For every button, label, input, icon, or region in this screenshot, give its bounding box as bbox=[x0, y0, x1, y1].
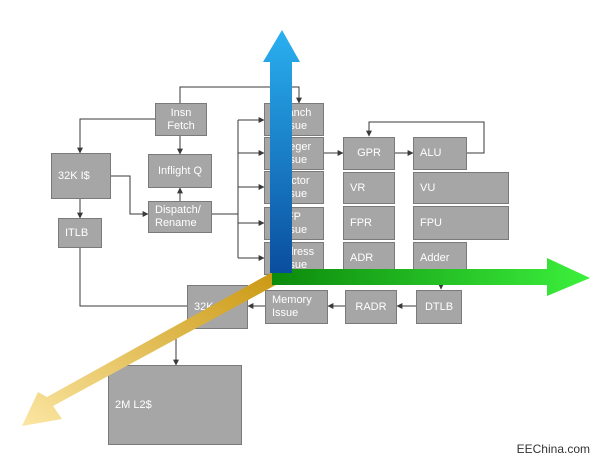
gpr-block: GPR bbox=[343, 137, 395, 170]
blue-axis-arrow bbox=[263, 30, 300, 273]
itlb-block: ITLB bbox=[58, 218, 102, 248]
memory-issue-block: Memory Issue bbox=[265, 290, 328, 324]
connector-alu-loop bbox=[366, 121, 485, 154]
connector-fetch-loop bbox=[179, 86, 302, 104]
l2-cache-block: 2M L2$ bbox=[108, 365, 242, 445]
icache-block: 32K I$ bbox=[51, 153, 111, 199]
vr-block: VR bbox=[343, 172, 395, 204]
connector-icache-dispatch bbox=[111, 175, 149, 217]
dtlb-block: DTLB bbox=[416, 290, 462, 324]
fpu-block: FPU bbox=[413, 206, 509, 240]
watermark: EEChina.com bbox=[516, 442, 590, 456]
connector-fetch-icache bbox=[77, 118, 155, 154]
insn-fetch-block: Insn Fetch bbox=[155, 103, 207, 136]
gold-axis-arrow bbox=[22, 269, 283, 426]
green-axis-arrow bbox=[272, 258, 590, 296]
radr-block: RADR bbox=[345, 290, 397, 324]
alu-block: ALU bbox=[413, 137, 467, 170]
inflight-q-block: Inflight Q bbox=[148, 154, 212, 188]
vu-block: VU bbox=[413, 172, 509, 204]
connector-itlb-dcache bbox=[79, 248, 187, 307]
dispatch-rename-block: Dispatch/ Rename bbox=[148, 201, 212, 233]
fpr-block: FPR bbox=[343, 206, 395, 240]
